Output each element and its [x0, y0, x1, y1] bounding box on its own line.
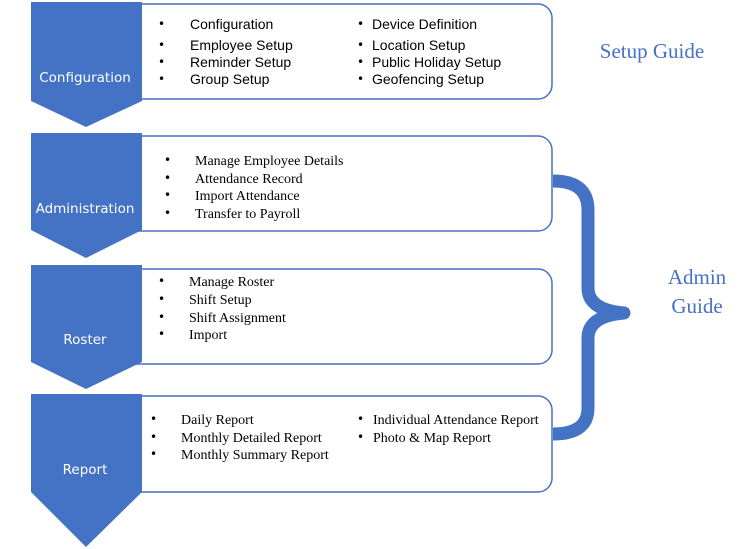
bullet: •: [158, 72, 165, 86]
bullet: •: [357, 17, 364, 31]
list-item: Group Setup: [190, 71, 270, 87]
bullet: •: [158, 17, 165, 31]
list-item: Monthly Detailed Report: [181, 431, 322, 446]
stage-box-configuration: [119, 3, 553, 100]
item-list: • Configuration • Employee Setup • Remin…: [158, 16, 501, 87]
list-item: Shift Assignment: [189, 311, 286, 326]
list-item: Monthly Summary Report: [181, 448, 329, 463]
chevron-label-report: Report: [63, 462, 108, 478]
list-item: Manage Employee Details: [195, 154, 344, 169]
list-item: Attendance Record: [195, 172, 303, 187]
list-item: Reminder Setup: [190, 54, 291, 70]
chevron-roster: [31, 265, 142, 389]
stage-roster: Roster • Manage Roster • Shift Setup • S…: [31, 265, 553, 389]
list-item: Shift Setup: [189, 293, 252, 308]
bullet: •: [158, 292, 165, 306]
list-item: Geofencing Setup: [372, 71, 484, 87]
list-item: Configuration: [190, 16, 273, 32]
bullet: •: [158, 38, 165, 52]
bullet: •: [164, 188, 171, 202]
list-item: Manage Roster: [189, 275, 274, 290]
bullet: •: [158, 310, 165, 324]
list-item: Location Setup: [372, 37, 466, 53]
setup-guide-label: Setup Guide: [600, 39, 704, 63]
item-list: • Daily Report • Monthly Detailed Report…: [150, 412, 539, 463]
bullet: •: [164, 206, 171, 220]
stage-configuration: Configuration • Configuration • Employee…: [31, 2, 553, 127]
list-item: Transfer to Payroll: [195, 207, 300, 222]
bullet: •: [164, 153, 171, 167]
item-list: • Manage Employee Details • Attendance R…: [164, 153, 344, 222]
bullet: •: [357, 72, 364, 86]
list-item: Photo & Map Report: [373, 431, 491, 446]
list-item: Individual Attendance Report: [373, 413, 539, 428]
bullet: •: [164, 171, 171, 185]
list-item: Public Holiday Setup: [372, 54, 501, 70]
list-item: Device Definition: [372, 16, 477, 32]
bullet: •: [150, 412, 157, 426]
stage-box-administration: [119, 135, 553, 232]
bullet: •: [150, 447, 157, 461]
admin-guide-label-line2: Guide: [671, 294, 722, 318]
bullet: •: [357, 55, 364, 69]
item-list: • Manage Roster • Shift Setup • Shift As…: [158, 274, 286, 343]
chevron-label-roster: Roster: [63, 332, 107, 348]
stage-administration: Administration • Manage Employee Details…: [31, 133, 553, 258]
chevron-label-administration: Administration: [36, 201, 135, 217]
admin-guide-label-line1: Admin: [668, 265, 727, 289]
list-item: Import: [189, 328, 227, 343]
admin-guide-label: Admin Guide: [668, 265, 727, 318]
stage-report: Report • Daily Report • Monthly Detailed…: [31, 394, 553, 547]
bullet: •: [158, 274, 165, 288]
list-item: Import Attendance: [195, 189, 300, 204]
bullet: •: [158, 55, 165, 69]
bullet: •: [357, 412, 364, 426]
list-item: Daily Report: [181, 413, 254, 428]
list-item: Employee Setup: [190, 37, 293, 53]
chevron-report: [31, 394, 142, 547]
chevron-configuration: [31, 2, 142, 127]
bullet: •: [158, 327, 165, 341]
stage-box-roster: [119, 268, 553, 365]
bullet: •: [357, 38, 364, 52]
chevron-label-configuration: Configuration: [39, 70, 131, 86]
bullet: •: [150, 430, 157, 444]
admin-guide-brace: [552, 174, 631, 441]
bullet: •: [357, 430, 364, 444]
chevron-administration: [31, 133, 142, 258]
